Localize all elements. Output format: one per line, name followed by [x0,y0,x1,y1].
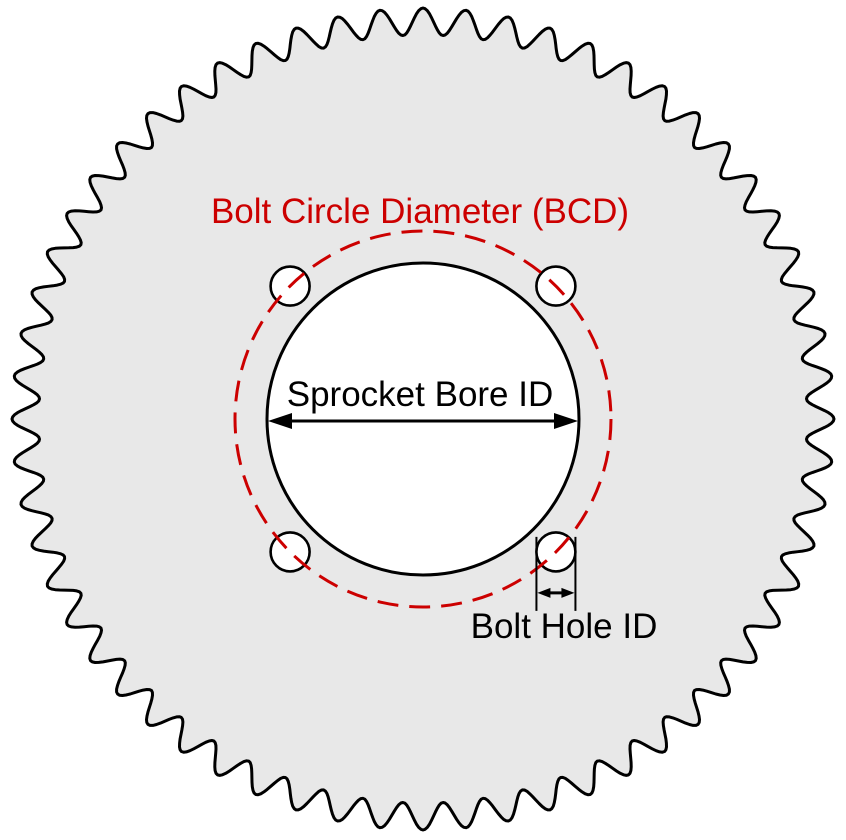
arrowhead-icon [537,587,551,598]
arrowhead-icon [554,413,578,429]
arrowhead-icon [268,413,292,429]
bolt-hole-dimension-arrow [535,536,577,611]
bolt-hole-label: Bolt Hole ID [471,607,658,646]
bolt-circle-dashed-circle [233,229,613,609]
bcd-label: Bolt Circle Diameter (BCD) [211,192,629,231]
sprocket-bore-circle [265,261,581,577]
sprocket-bore-label: Sprocket Bore ID [287,375,554,414]
arrowhead-icon [561,587,575,598]
bore-diameter-dimension-arrow [268,413,578,429]
